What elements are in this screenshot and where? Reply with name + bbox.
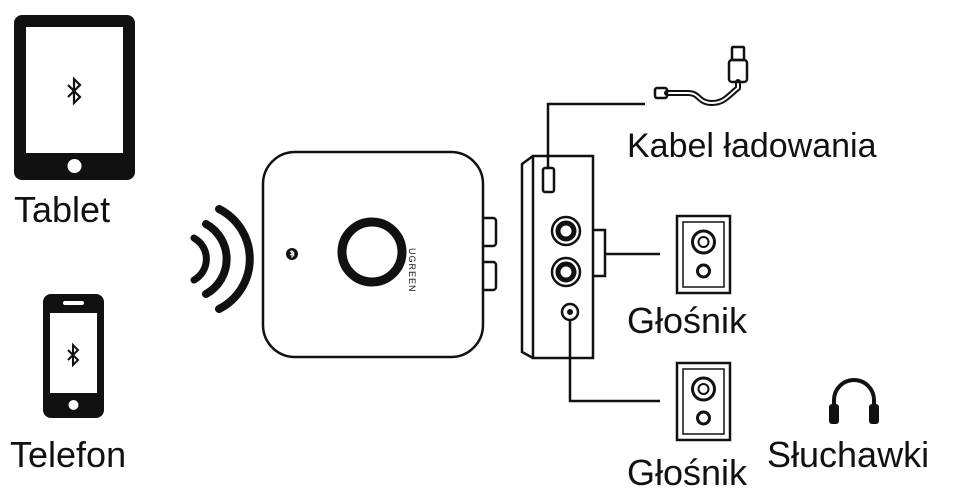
speaker-icon-2 bbox=[675, 361, 732, 442]
phone-icon bbox=[43, 294, 104, 418]
receiver-knob bbox=[337, 217, 407, 287]
bluetooth-receiver-front bbox=[261, 150, 498, 359]
tablet-bluetooth-icon bbox=[67, 76, 82, 106]
phone-bluetooth-icon bbox=[67, 342, 80, 368]
usb-cable-icon bbox=[653, 45, 749, 106]
headphones-icon bbox=[829, 378, 879, 424]
receiver-bluetooth-icon bbox=[286, 248, 298, 260]
speaker-2-label: Głośnik bbox=[627, 452, 748, 493]
tablet-label: Tablet bbox=[14, 189, 111, 230]
rca-port-top bbox=[550, 215, 582, 247]
rca-port-bottom bbox=[550, 256, 582, 288]
receiver-brand-label: UGREEN bbox=[407, 248, 417, 293]
connection-lines bbox=[546, 102, 660, 403]
headphones-label: Słuchawki bbox=[767, 434, 930, 475]
wireless-signal-icon bbox=[190, 205, 254, 313]
receiver-back-panel bbox=[520, 154, 607, 360]
speaker-icon-1 bbox=[675, 214, 732, 295]
phone-label: Telefon bbox=[10, 434, 127, 475]
tablet-icon bbox=[14, 15, 135, 180]
charging-cable-label: Kabel ładowania bbox=[627, 127, 877, 165]
usb-port bbox=[541, 166, 556, 194]
speaker-1-label: Głośnik bbox=[627, 300, 748, 341]
